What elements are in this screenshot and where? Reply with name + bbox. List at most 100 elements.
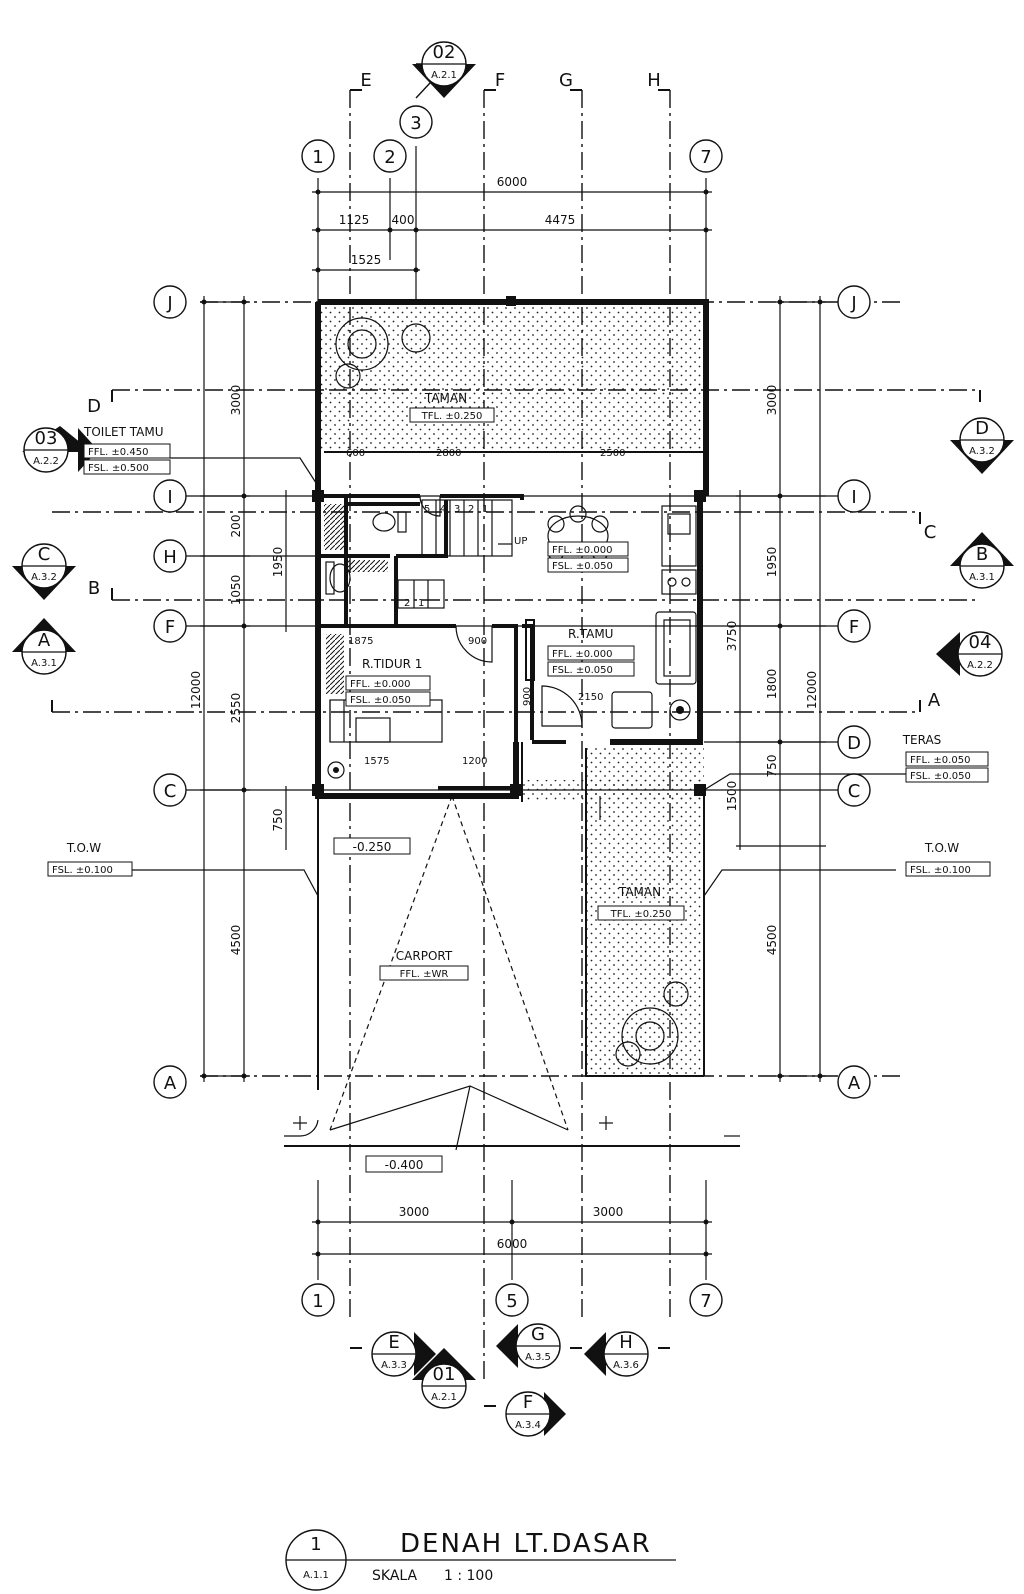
section-mark-E-num: E	[388, 1332, 399, 1353]
column-right	[694, 490, 706, 502]
label-tow-right: T.O.W FSL. ±0.100	[905, 841, 991, 877]
garden-top-fill	[318, 302, 704, 452]
living-furniture	[547, 505, 697, 729]
section-mark-G-num: G	[531, 1324, 545, 1345]
drawing-title: DENAH LT.DASAR	[400, 1529, 652, 1559]
stair-step-1b: 1	[418, 598, 424, 609]
walls	[312, 296, 709, 1090]
grid-bubble-H-left: H	[163, 547, 177, 568]
stair-step-5: 5	[424, 504, 430, 515]
section-mark-F: F A.3.4	[505, 1391, 566, 1437]
dim-in-1575: 1575	[364, 756, 389, 767]
grid-bubble-J-left: J	[166, 293, 172, 314]
doors	[419, 495, 583, 790]
label-terrace: TERAS FFL. ±0.050 FSL. ±0.050	[902, 733, 989, 783]
dim-right-4500: 4500	[765, 925, 779, 956]
dim-left-1050: 1050	[229, 575, 243, 606]
grid-bubble-I-right: I	[851, 487, 856, 508]
section-letter-C: C	[924, 522, 937, 543]
garden-top-level: TFL. ±0.250	[421, 411, 483, 422]
stair-step-2b: 2	[404, 598, 410, 609]
section-mark-H: H A.3.6	[584, 1331, 649, 1377]
callout-01-num: 01	[433, 1364, 456, 1385]
grid-bubble-A-left: A	[164, 1073, 177, 1094]
dim-in-2800: 2800	[436, 448, 461, 459]
carport-name: CARPORT	[396, 949, 453, 963]
dim-right-3750: 3750	[725, 621, 739, 652]
terrace-ffl: FFL. ±0.050	[910, 755, 970, 766]
section-mark-F-num: F	[523, 1392, 533, 1413]
section-letter-G: G	[559, 70, 573, 91]
column-c5	[510, 784, 522, 796]
level-400: -0.400	[385, 1158, 424, 1172]
title-ref: A.1.1	[303, 1570, 329, 1581]
dining-fsl: FSL. ±0.050	[552, 561, 613, 572]
section-letter-H: H	[647, 70, 661, 91]
dim-left-750: 750	[271, 809, 285, 832]
label-garden-bottom: TAMAN TFL. ±0.250	[597, 885, 685, 921]
callout-03-num: 03	[35, 428, 58, 449]
tow-right-fsl: FSL. ±0.100	[910, 865, 971, 876]
tow-right-name: T.O.W	[924, 841, 959, 855]
dim-in-900: 900	[468, 636, 487, 647]
stair-step-4: 4	[440, 504, 446, 515]
toilet-fixtures	[324, 504, 407, 595]
dim-in-600: 600	[346, 448, 365, 459]
section-mark-B: B A.3.1	[950, 532, 1014, 589]
label-dining: FFL. ±0.000 FSL. ±0.050	[547, 541, 629, 573]
section-mark-A-num: A	[38, 630, 51, 651]
dining-ffl: FFL. ±0.000	[552, 545, 612, 556]
tree-symbols	[335, 317, 689, 1067]
callout-03: 03 A.2.2	[22, 426, 98, 473]
dim-right-1500: 1500	[725, 781, 739, 812]
grid-bubble-5-bot: 5	[506, 1291, 517, 1312]
label-level-250: -0.250	[333, 837, 411, 855]
title-block: 1 A.1.1 DENAH LT.DASAR SKALA 1 : 100	[285, 1529, 676, 1591]
dim-left-3000: 3000	[229, 385, 243, 416]
column-c1	[312, 784, 324, 796]
bedroom-name: R.TIDUR 1	[362, 657, 422, 671]
callout-02-num: 02	[433, 42, 456, 63]
section-mark-E: E A.3.3	[371, 1331, 436, 1377]
scale-label: SKALA	[372, 1568, 418, 1584]
section-mark-D-num: D	[975, 418, 989, 439]
label-carport: CARPORT FFL. ±WR	[379, 949, 469, 981]
garden-top-name: TAMAN	[424, 391, 467, 405]
grid-bubble-F-left: F	[165, 617, 175, 638]
section-letter-D: D	[87, 396, 101, 417]
callout-04: 04 A.2.2	[936, 631, 1003, 677]
grid-bubble-7-top: 7	[700, 147, 711, 168]
section-mark-A: A A.3.1	[12, 618, 76, 675]
dim-right-3000: 3000	[765, 385, 779, 416]
label-toilet: TOILET TAMU FFL. ±0.450 FSL. ±0.500	[83, 425, 171, 475]
carport-ffl: FFL. ±WR	[400, 969, 449, 980]
stair-step-3: 3	[454, 504, 460, 515]
tow-left-fsl: FSL. ±0.100	[52, 865, 113, 876]
grid-bubble-D-right: D	[847, 733, 861, 754]
dim-left-12000: 12000	[189, 671, 203, 709]
label-living: R.TAMU FFL. ±0.000 FSL. ±0.050	[547, 627, 635, 677]
grid-bubble-C-right: C	[848, 781, 861, 802]
label-tow-left: T.O.W FSL. ±0.100	[47, 841, 133, 877]
section-mark-F-ref: A.3.4	[515, 1420, 541, 1431]
section-mark-C-ref: A.3.2	[31, 572, 57, 583]
column-left	[312, 490, 324, 502]
terrace-name: TERAS	[902, 733, 942, 747]
section-mark-G: G A.3.5	[496, 1323, 561, 1369]
grid-bubble-A-right: A	[848, 1073, 861, 1094]
toilet-ffl: FFL. ±0.450	[88, 447, 148, 458]
section-mark-C: C A.3.2	[12, 543, 76, 600]
grid-bubble-1-top: 1	[312, 147, 323, 168]
dim-in-1875: 1875	[348, 636, 373, 647]
dim-in-2150: 2150	[578, 692, 603, 703]
section-mark-H-ref: A.3.6	[613, 1360, 639, 1371]
dim-top-d: 1525	[351, 253, 382, 267]
dim-right-12000: 12000	[805, 671, 819, 709]
dimension-labels: 6000 1125 400 4475 1525 3000 200 1050 19…	[189, 175, 819, 1251]
living-name: R.TAMU	[568, 627, 613, 641]
section-letter-F: F	[495, 70, 505, 91]
section-mark-D: D A.3.2	[950, 417, 1014, 474]
dim-left-4500: 4500	[229, 925, 243, 956]
dim-in-1200: 1200	[462, 756, 487, 767]
